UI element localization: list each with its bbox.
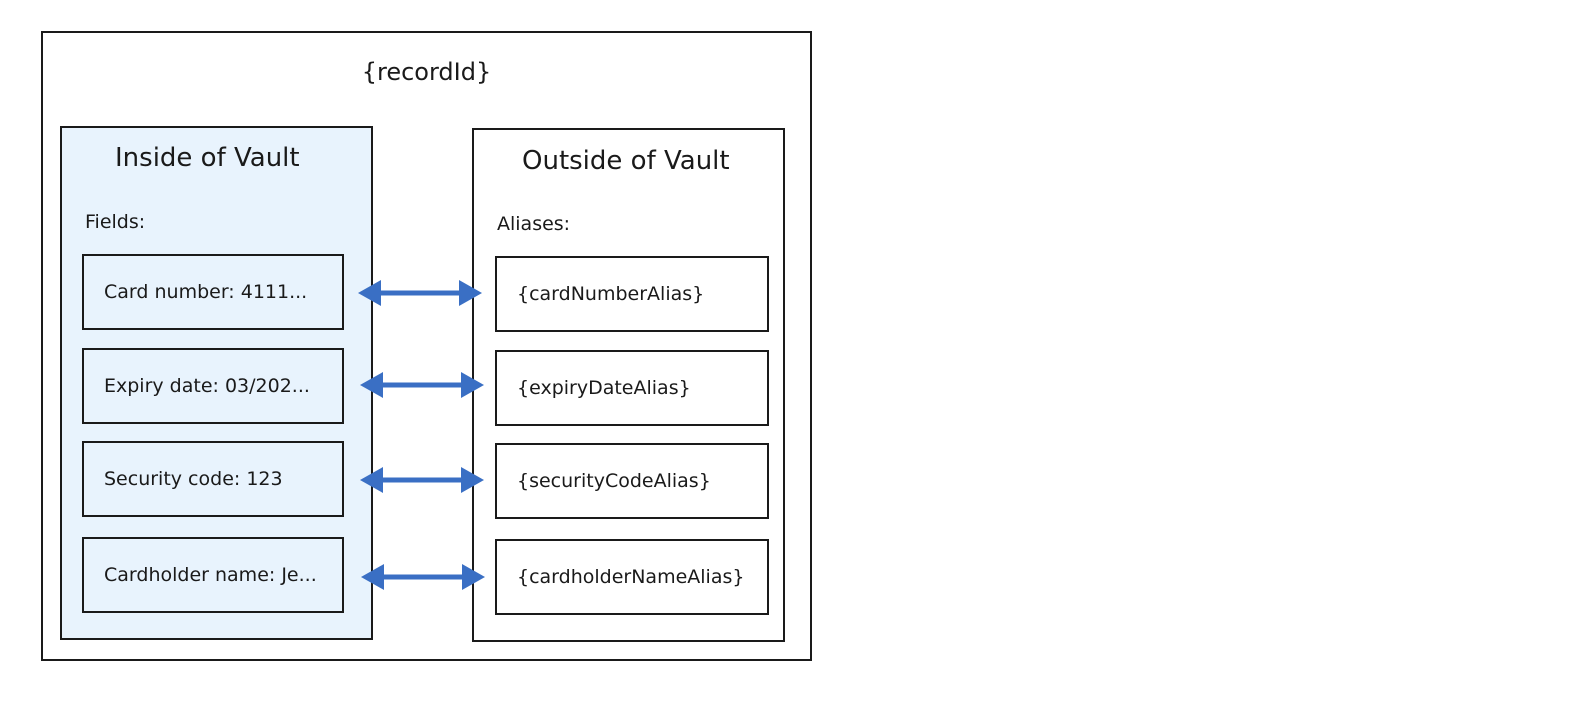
alias-label: {expiryDateAlias} (517, 377, 691, 399)
field-card-number: Card number: 4111... (82, 254, 344, 330)
outside-vault-title: Outside of Vault (522, 146, 730, 176)
alias-label: {securityCodeAlias} (517, 470, 711, 492)
field-cardholder-name: Cardholder name: Je... (82, 537, 344, 613)
field-label: Security code: 123 (104, 468, 283, 490)
record-id-title: {recordId} (361, 58, 492, 86)
alias-cardholder-name: {cardholderNameAlias} (495, 539, 769, 615)
inside-vault-title: Inside of Vault (115, 143, 300, 173)
aliases-label: Aliases: (497, 213, 571, 235)
alias-security-code: {securityCodeAlias} (495, 443, 769, 519)
field-label: Expiry date: 03/202... (104, 375, 310, 397)
fields-label: Fields: (85, 211, 146, 233)
alias-label: {cardholderNameAlias} (517, 566, 745, 588)
alias-label: {cardNumberAlias} (517, 283, 705, 305)
field-label: Cardholder name: Je... (104, 564, 317, 586)
alias-expiry-date: {expiryDateAlias} (495, 350, 769, 426)
field-expiry-date: Expiry date: 03/202... (82, 348, 344, 424)
alias-card-number: {cardNumberAlias} (495, 256, 769, 332)
field-security-code: Security code: 123 (82, 441, 344, 517)
field-label: Card number: 4111... (104, 281, 308, 303)
